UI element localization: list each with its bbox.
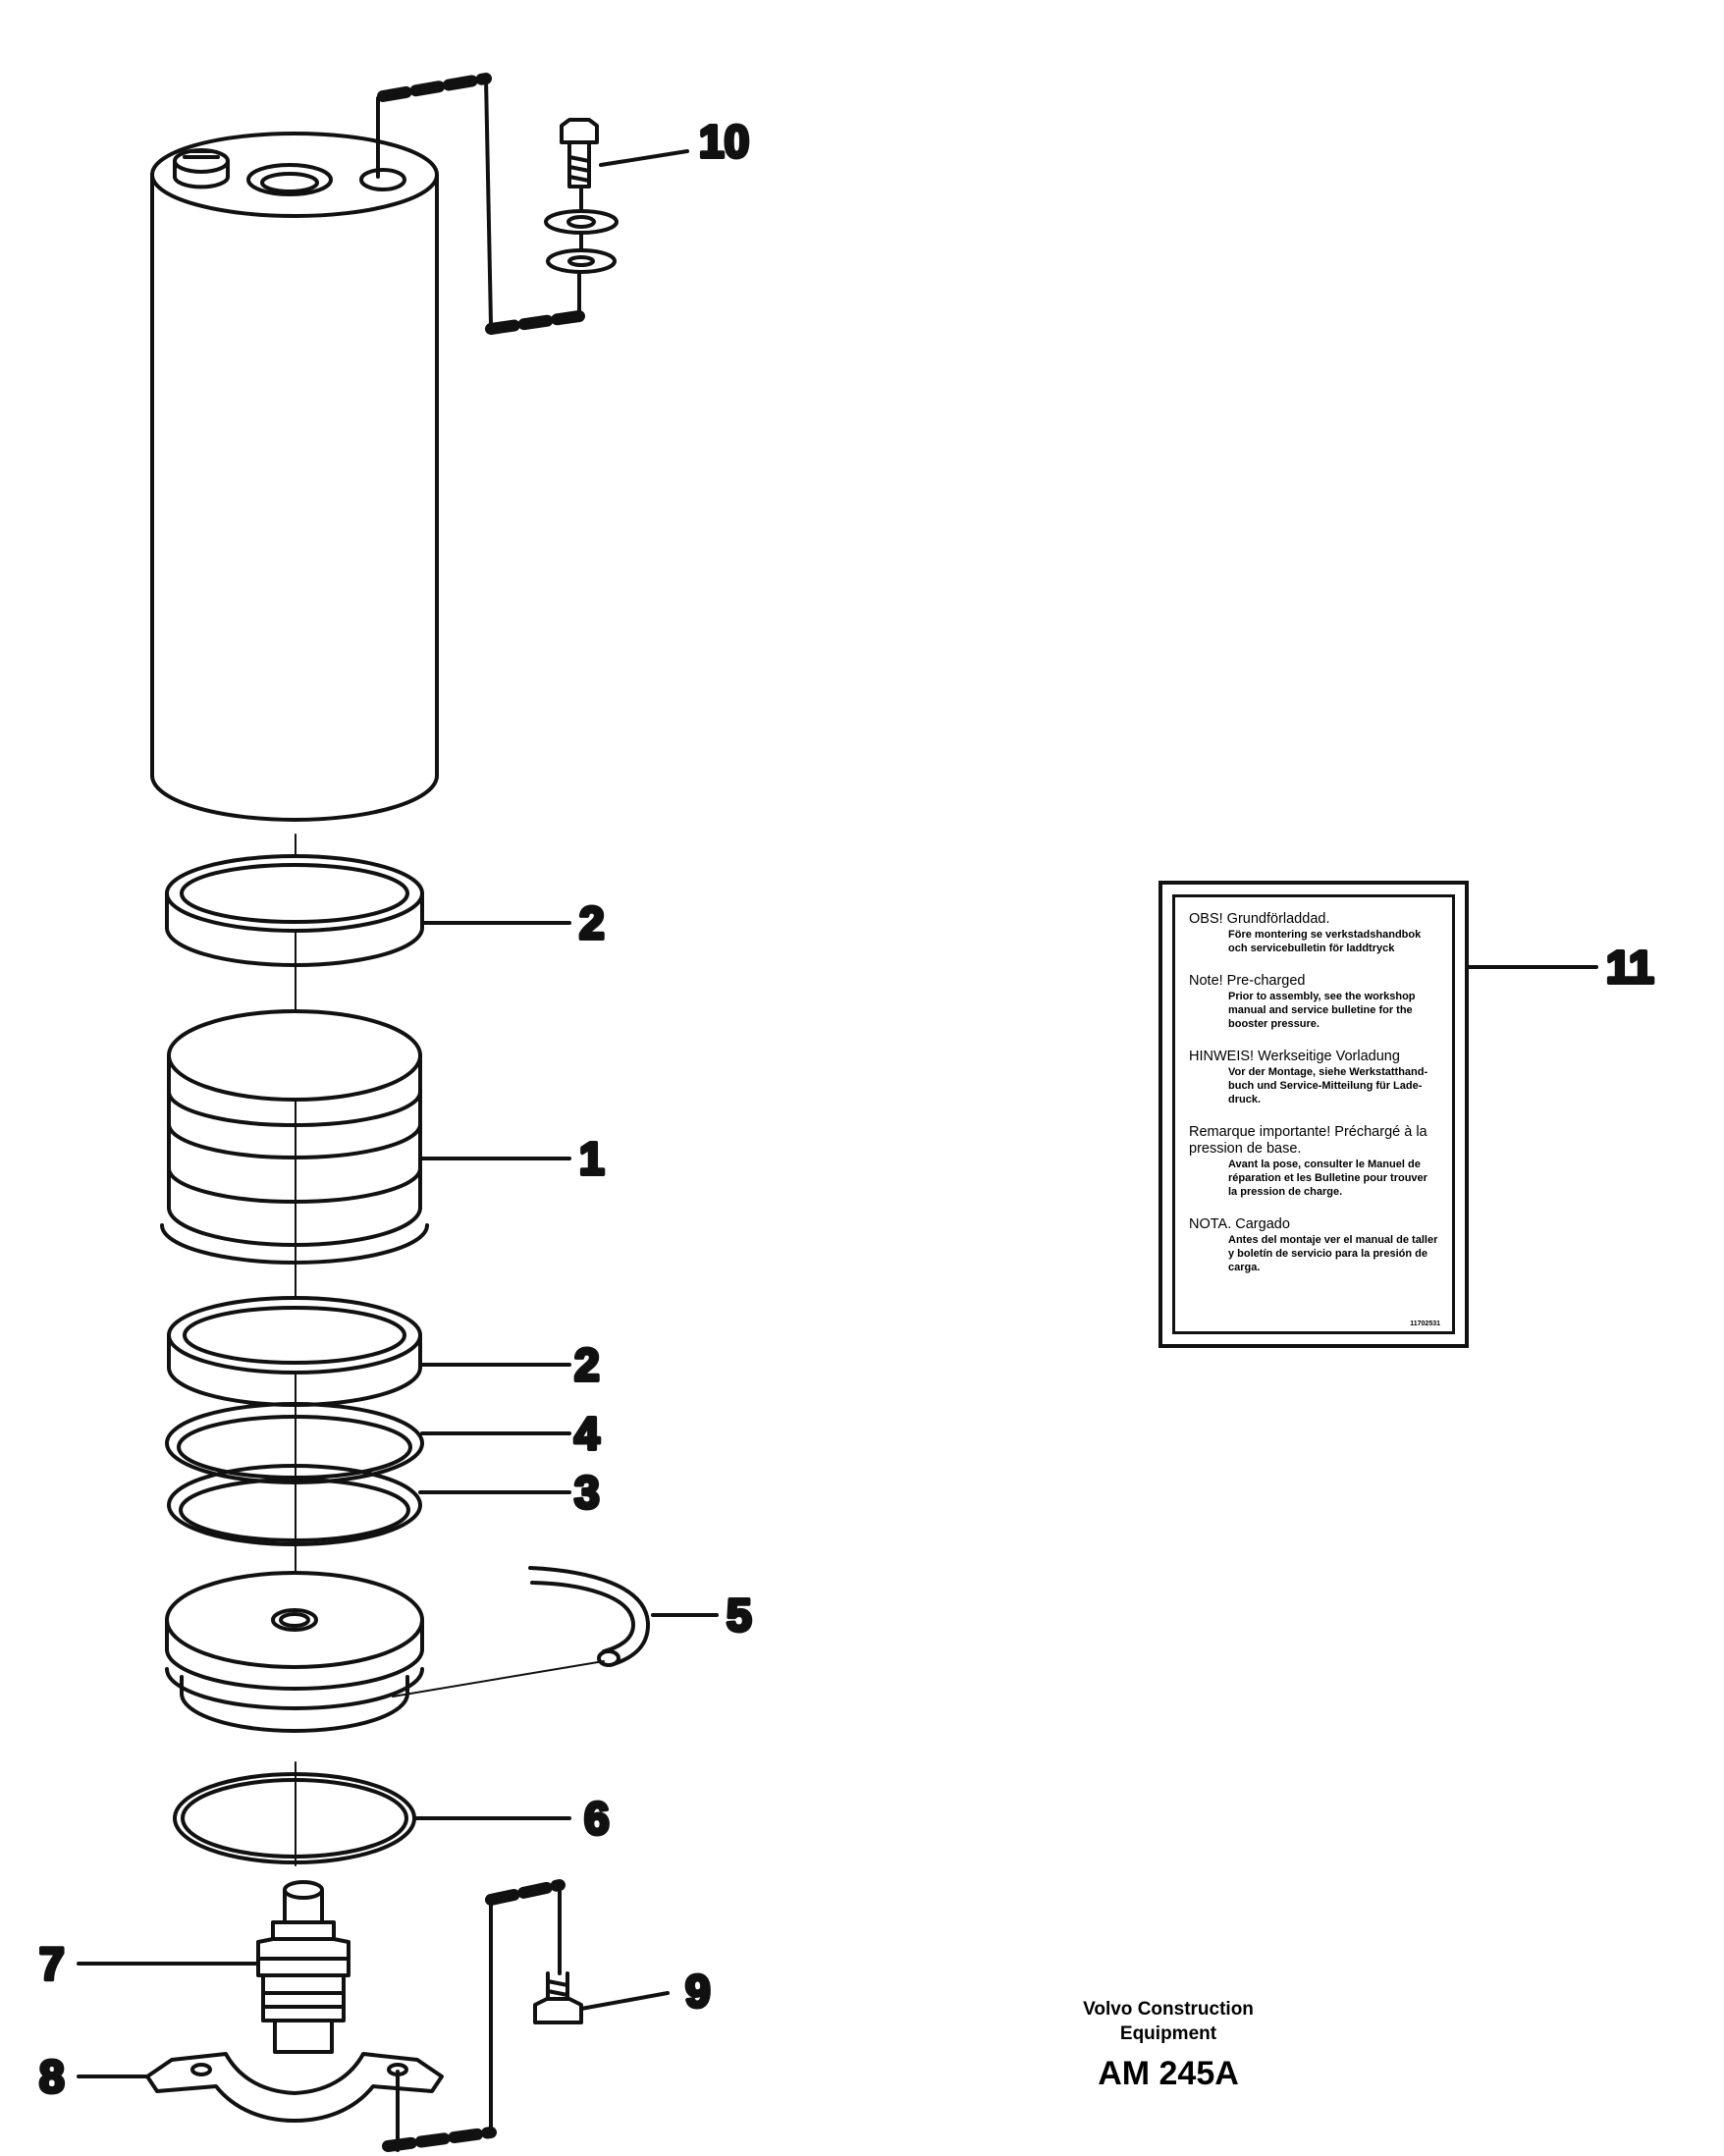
callout-3: 3 <box>574 1467 600 1518</box>
precharge-warning-label: OBS! Grundförladdad. Före montering se v… <box>1158 881 1469 1348</box>
top-clamp-strap <box>376 73 585 335</box>
label-section-french: Remarque importante! Préchargé à la pres… <box>1189 1124 1438 1199</box>
small-screw <box>533 1971 583 2024</box>
label-section-spanish: NOTA. Cargado Antes del montaje ver el m… <box>1189 1216 1438 1274</box>
figure-code: AM 245A <box>1098 2055 1239 2092</box>
callout-11: 11 <box>1606 942 1654 993</box>
callout-1: 1 <box>579 1133 605 1184</box>
callout-leader-lines <box>77 149 1598 2078</box>
label-part-code: 11702531 <box>1410 1321 1440 1327</box>
backup-ring-upper <box>165 854 424 967</box>
hose-segment <box>392 1566 650 1698</box>
company-name-line1: Volvo Construction <box>1083 1999 1254 2020</box>
label-section-swedish: OBS! Grundförladdad. Före montering se v… <box>1189 911 1438 955</box>
end-cap <box>165 1571 424 1733</box>
label-section-body: Avant la pose, consulter le Manuel de ré… <box>1228 1159 1428 1198</box>
label-section-body: Antes del montaje ver el manual de talle… <box>1228 1234 1438 1273</box>
backup-ring-3 <box>167 1464 422 1546</box>
callout-7: 7 <box>39 1938 65 1989</box>
label-section-title: NOTA. Cargado <box>1189 1216 1290 1232</box>
callout-9: 9 <box>685 1966 711 2017</box>
label-section-english: Note! Pre-charged Prior to assembly, see… <box>1189 973 1438 1031</box>
callout-5: 5 <box>727 1590 752 1641</box>
callout-10: 10 <box>699 116 749 167</box>
callout-4: 4 <box>574 1408 600 1459</box>
accumulator-cylinder <box>150 132 439 822</box>
label-section-body: Före montering se verkstadshandbok och s… <box>1228 929 1422 954</box>
figure-footer: Volvo Construction Equipment AM 245A <box>1021 1997 1316 2095</box>
callout-6: 6 <box>584 1793 610 1844</box>
label-section-title: Remarque importante! Préchargé à la pres… <box>1189 1124 1428 1157</box>
label-section-body: Vor der Montage, siehe Werkstatthand-buc… <box>1228 1066 1428 1105</box>
label-section-title: OBS! Grundförladdad. <box>1189 911 1330 927</box>
callout-2-top: 2 <box>579 897 605 948</box>
charging-valve <box>256 1880 350 2054</box>
label-section-body: Prior to assembly, see the workshop manu… <box>1228 991 1416 1030</box>
piston <box>160 1009 429 1265</box>
label-section-title: HINWEIS! Werkseitige Vorladung <box>1189 1049 1400 1064</box>
label-section-german: HINWEIS! Werkseitige Vorladung Vor der M… <box>1189 1049 1438 1106</box>
bottom-clamp-strap <box>382 1879 566 2152</box>
callout-8: 8 <box>39 2051 65 2102</box>
label-inner-frame: OBS! Grundförladdad. Före montering se v… <box>1172 894 1455 1334</box>
bolt-and-washers <box>544 118 619 274</box>
callout-2-bottom: 2 <box>574 1339 600 1390</box>
company-name-line2: Equipment <box>1119 2023 1217 2044</box>
label-section-title: Note! Pre-charged <box>1189 973 1306 989</box>
